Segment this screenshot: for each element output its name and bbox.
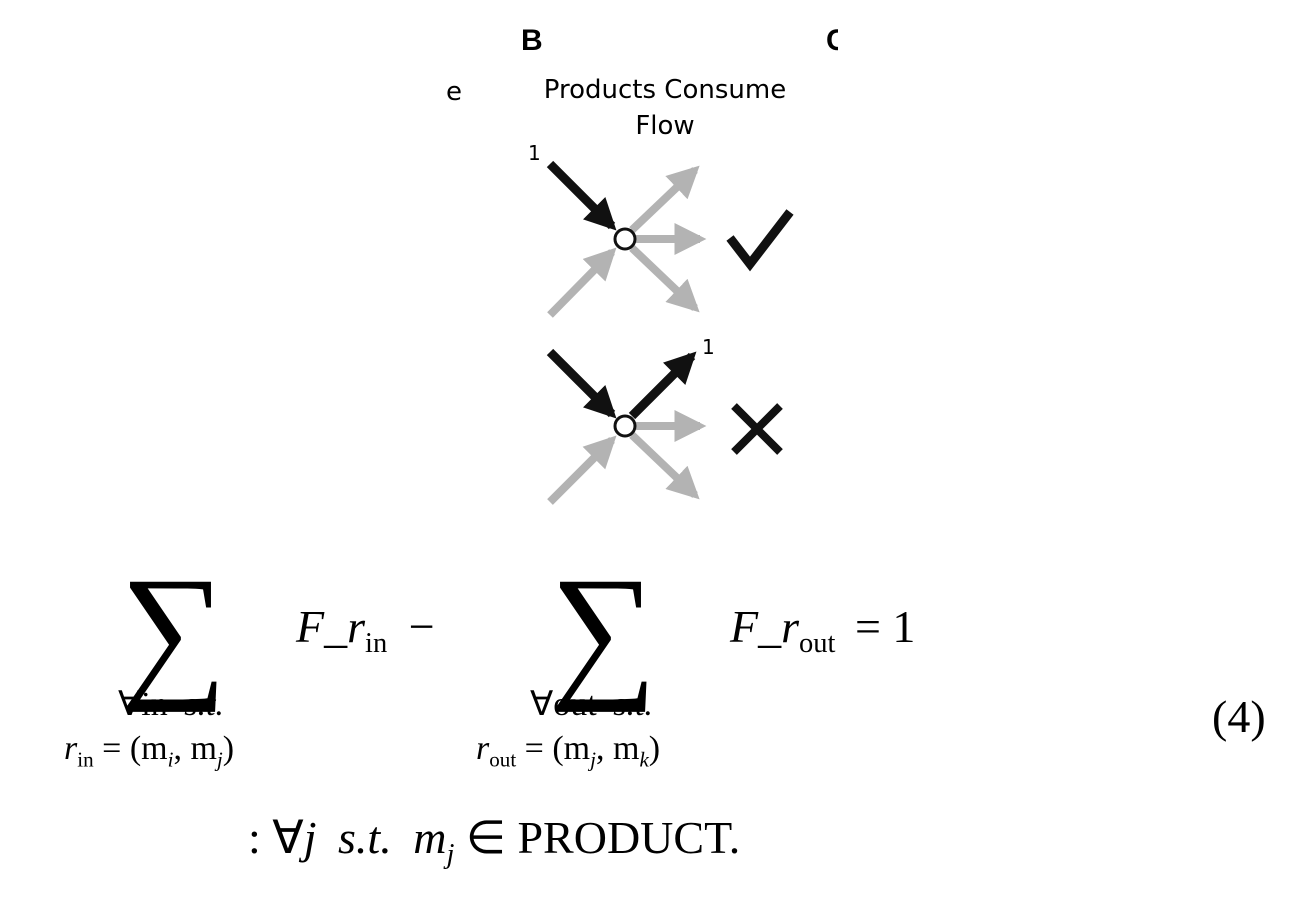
comma-m: , m	[595, 730, 640, 767]
sub-in: in	[77, 747, 94, 772]
sub-i: i	[167, 747, 174, 772]
panel-b-title: Products Consume Flow	[520, 72, 810, 144]
gray-in-arrow	[547, 435, 617, 505]
panel-letter-b: B	[521, 24, 543, 57]
colon-forall: : ∀	[248, 812, 304, 863]
panel-b-title-line1: Products Consume	[543, 75, 787, 105]
sum-out-condition-line1: ∀out s.t.	[530, 684, 653, 724]
equation-number: (4)	[1212, 691, 1266, 742]
close-paren: )	[648, 730, 661, 767]
var-r: r	[64, 730, 78, 767]
gray-out-arrow-down	[629, 245, 700, 313]
top-flow-diagram	[546, 160, 707, 318]
var-j: j	[303, 812, 317, 863]
var-r: r	[781, 601, 800, 652]
gray-out-arrow-up	[629, 165, 700, 233]
panel-b-title-line2: Flow	[635, 111, 695, 141]
such-that: s.t.	[338, 812, 392, 863]
eq-open: = (m	[102, 730, 168, 767]
minus-sign: −	[408, 601, 435, 652]
var-f: F	[730, 601, 759, 652]
sub-j: j	[590, 747, 596, 772]
bottom-flow-diagram	[546, 348, 707, 505]
sub-in: in	[365, 627, 388, 659]
sub-j: j	[446, 838, 455, 870]
sum-symbol-out: ∑	[550, 547, 657, 713]
var-r: r	[476, 730, 490, 767]
close-paren: )	[222, 730, 235, 767]
in-product: ∈ PRODUCT.	[465, 812, 741, 863]
sub-out: out	[799, 627, 836, 659]
panel-letter-c-fragment: C	[826, 24, 838, 57]
left-panel-fragment: e	[446, 77, 462, 107]
var-r: r	[347, 601, 366, 652]
check-icon	[726, 209, 794, 272]
equals-one: = 1	[854, 601, 916, 652]
term-f-r-out: F_rout = 1	[730, 600, 915, 660]
sum-in-condition-line2: rin = (mi, mj)	[64, 730, 234, 772]
var-f: F	[296, 601, 325, 652]
sum-in-condition-line1: ∀in s.t.	[118, 684, 224, 724]
comma-m: , m	[173, 730, 217, 767]
sub-k: k	[639, 747, 649, 772]
cross-icon	[731, 403, 783, 455]
sum-out-condition-line2: rout = (mj, mk)	[476, 730, 660, 772]
sum-symbol-in: ∑	[120, 547, 227, 713]
gray-out-arrow-down	[629, 432, 700, 500]
node-circle	[613, 414, 637, 438]
such-that: s.t.	[184, 686, 224, 723]
black-in-arrow	[546, 160, 617, 231]
gray-in-arrow	[547, 247, 617, 318]
underscore: _	[324, 601, 348, 652]
underscore: _	[758, 601, 782, 652]
sub-j: j	[216, 747, 223, 772]
node-circle	[613, 227, 637, 251]
black-out-arrow	[628, 351, 697, 420]
forall-in: ∀in	[118, 686, 168, 723]
black-in-arrow	[546, 348, 617, 419]
equation-domain-line: : ∀j s.t. mj ∈ PRODUCT.	[248, 810, 740, 871]
eq-open: = (m	[524, 730, 591, 767]
such-that: s.t.	[613, 686, 653, 723]
forall-out: ∀out	[530, 686, 597, 723]
var-m: m	[413, 812, 447, 863]
bottom-flow-label: 1	[702, 335, 715, 359]
sub-out: out	[489, 747, 517, 772]
top-flow-label: 1	[528, 141, 541, 165]
term-f-r-in: F_rin −	[296, 600, 435, 660]
